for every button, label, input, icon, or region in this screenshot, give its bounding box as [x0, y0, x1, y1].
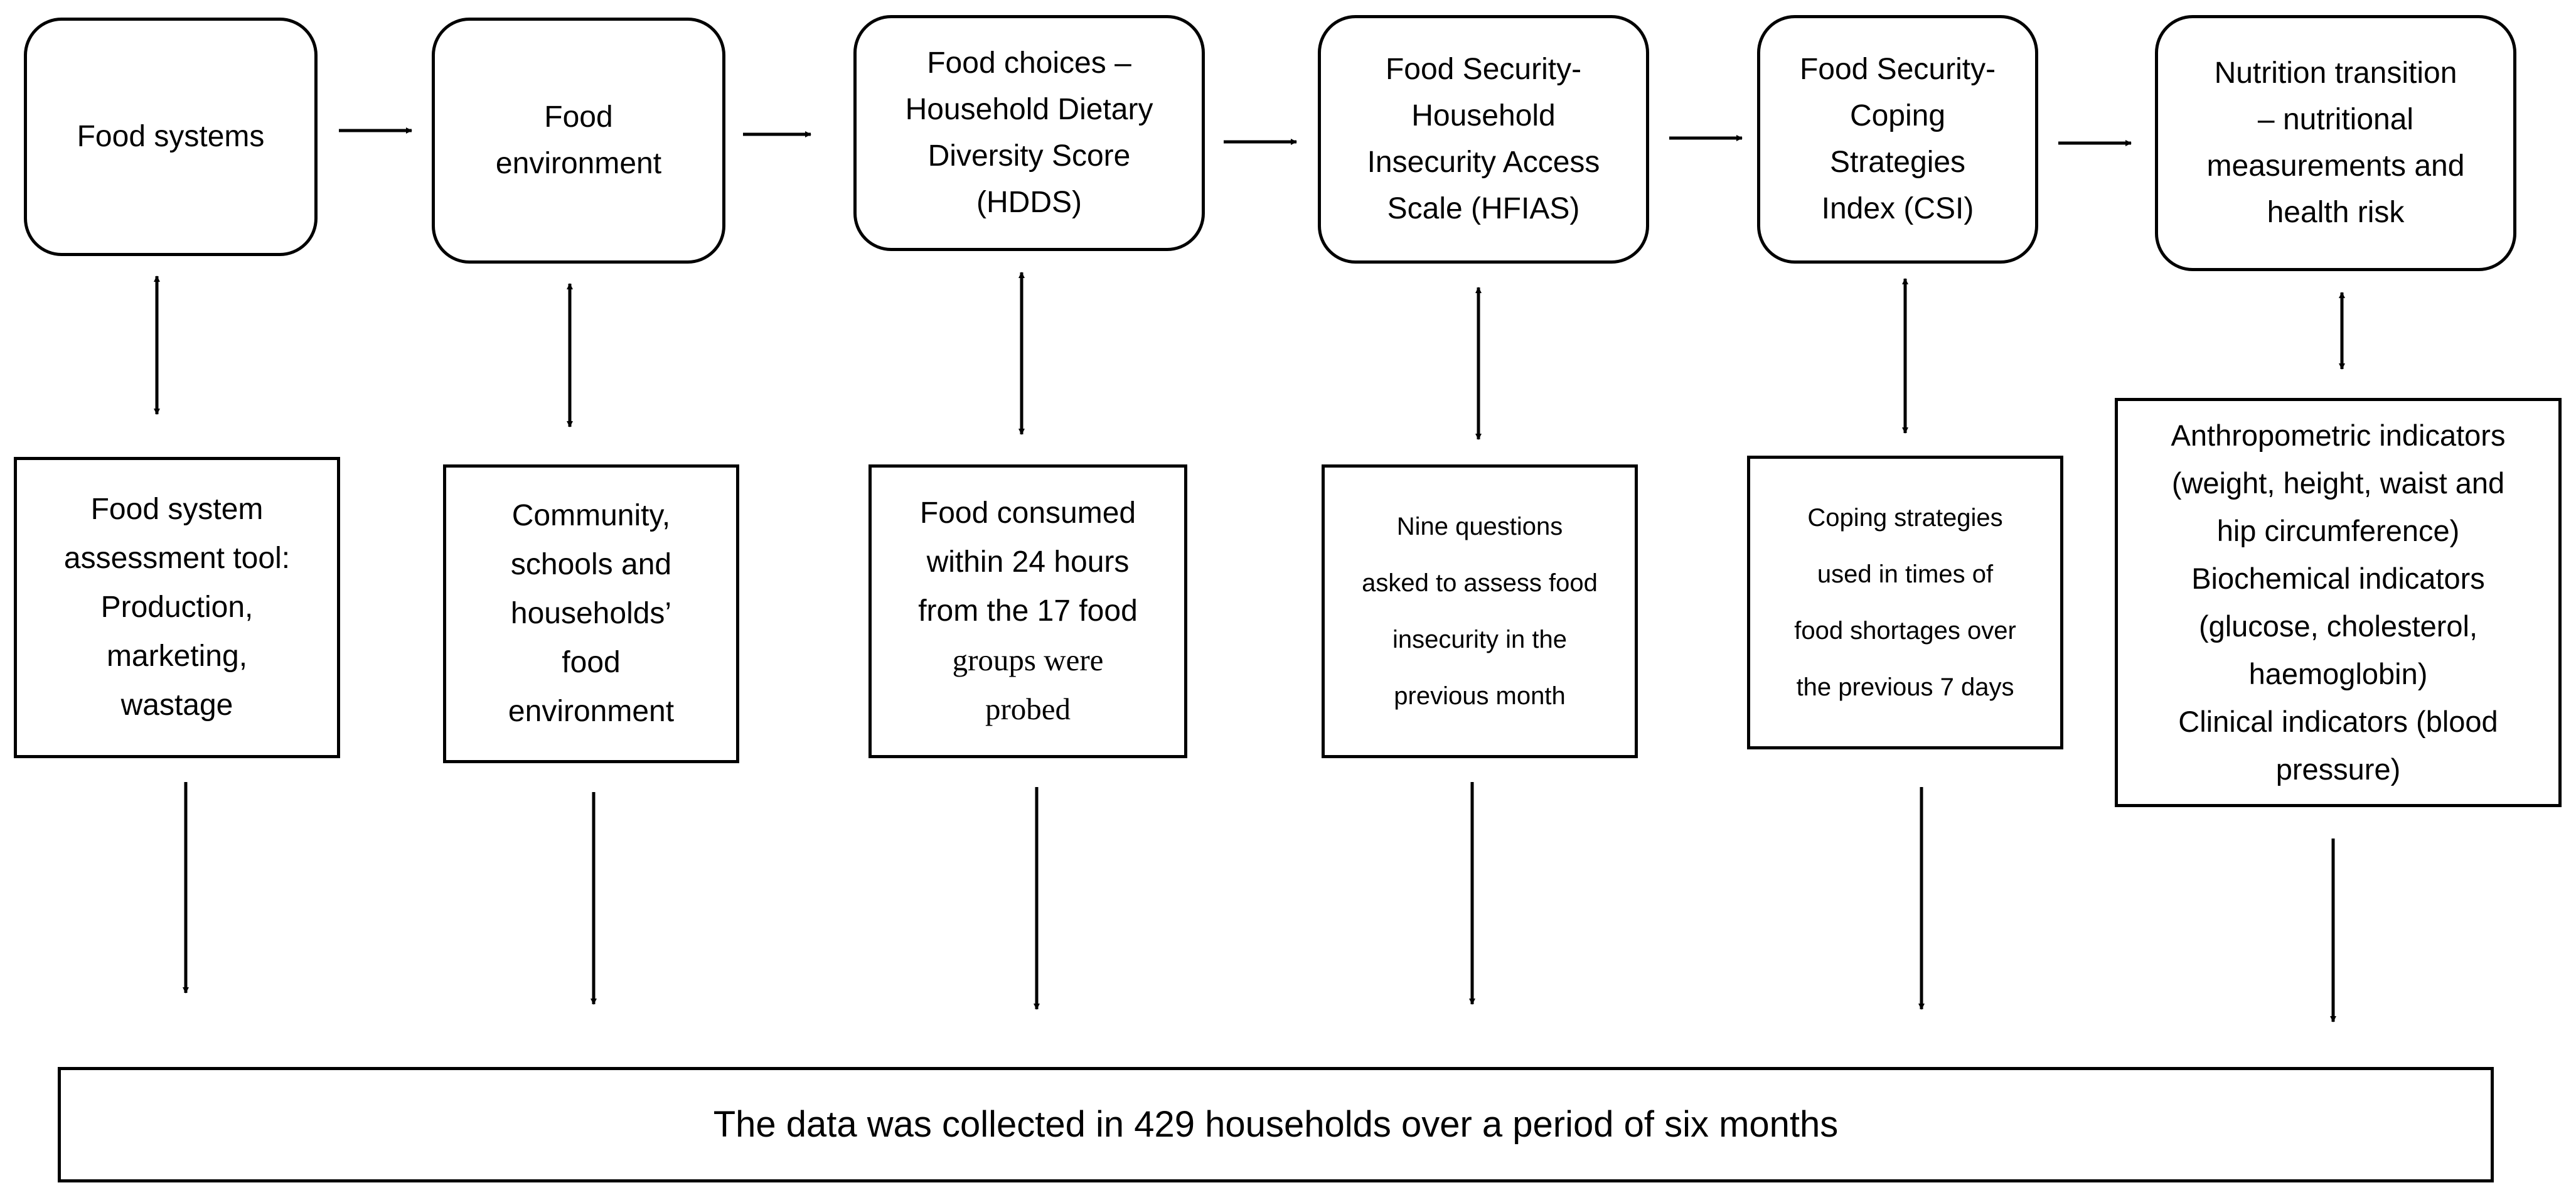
- detail-nine-questions: Nine questions asked to assess food inse…: [1322, 464, 1638, 758]
- box-hdds-label: Food choices – Household Dietary Diversi…: [892, 40, 1167, 226]
- line: Food: [544, 100, 613, 134]
- box-csi-label: Food Security- Coping Strategies Index (…: [1786, 46, 2009, 232]
- line: probed: [985, 692, 1071, 726]
- horizontal-arrows: [339, 127, 2132, 146]
- line: (weight, height, waist and: [2171, 466, 2505, 500]
- footer-summary-text: The data was collected in 429 households…: [713, 1104, 1839, 1145]
- line: Nine questions: [1396, 513, 1563, 540]
- line: health risk: [2267, 196, 2405, 229]
- line: measurements and: [2206, 149, 2465, 183]
- line: Index (CSI): [1821, 192, 1974, 225]
- box-hfias-label: Food Security- Household Insecurity Acce…: [1354, 46, 1614, 232]
- line: food shortages over: [1794, 617, 2016, 645]
- box-food-environment-label: Food environment: [482, 94, 675, 187]
- line: Insecurity Access: [1367, 146, 1600, 179]
- line: (glucose, cholesterol,: [2198, 609, 2478, 643]
- box-food-systems: Food systems: [24, 18, 318, 256]
- line: Household Dietary: [905, 93, 1153, 126]
- line: Community,: [511, 499, 671, 532]
- line: Scale (HFIAS): [1387, 192, 1580, 225]
- detail-community-environment-label: Community, schools and households’ food …: [494, 491, 688, 736]
- footer-summary-box: The data was collected in 429 households…: [58, 1067, 2494, 1182]
- box-hfias: Food Security- Household Insecurity Acce…: [1318, 15, 1649, 264]
- line: Coping strategies: [1807, 504, 2003, 532]
- detail-food-system-assessment: Food system assessment tool: Production,…: [14, 457, 340, 758]
- detail-health-indicators: Anthropometric indicators (weight, heigh…: [2115, 398, 2562, 807]
- line: schools and: [510, 548, 672, 581]
- line: marketing,: [106, 640, 248, 673]
- box-food-environment: Food environment: [432, 18, 725, 264]
- line: Production,: [100, 591, 254, 624]
- line: Food Security-: [1385, 53, 1582, 86]
- line: Biochemical indicators: [2191, 562, 2485, 595]
- detail-food-consumed: Food consumed within 24 hours from the 1…: [868, 464, 1187, 758]
- line: asked to assess food: [1362, 569, 1598, 597]
- line: Nutrition transition: [2214, 56, 2457, 90]
- line: environment: [495, 147, 662, 180]
- line: previous month: [1394, 682, 1566, 710]
- line: (HDDS): [976, 186, 1082, 219]
- line: Food systems: [77, 120, 265, 153]
- line: Food choices –: [927, 46, 1131, 80]
- down-arrows: [183, 782, 2336, 1022]
- line: pressure): [2275, 753, 2401, 786]
- line: groups were: [952, 643, 1104, 677]
- line: Food consumed: [919, 496, 1136, 530]
- line: environment: [508, 695, 675, 728]
- line: the previous 7 days: [1796, 673, 2014, 701]
- detail-coping-strategies-label: Coping strategies used in times of food …: [1780, 490, 2030, 715]
- line: Anthropometric indicators: [2171, 419, 2506, 452]
- box-csi: Food Security- Coping Strategies Index (…: [1757, 15, 2038, 264]
- line: households’: [510, 597, 672, 630]
- line: from the 17 food: [918, 594, 1138, 628]
- line: hip circumference): [2216, 514, 2460, 547]
- line: assessment tool:: [63, 542, 291, 575]
- line: haemoglobin): [2248, 657, 2428, 690]
- detail-food-system-assessment-label: Food system assessment tool: Production,…: [50, 485, 304, 730]
- line: Household: [1411, 99, 1556, 132]
- detail-food-consumed-label: Food consumed within 24 hours from the 1…: [904, 489, 1152, 734]
- box-food-systems-label: Food systems: [63, 114, 279, 160]
- detail-community-environment: Community, schools and households’ food …: [443, 464, 739, 763]
- box-nutrition-transition-label: Nutrition transition – nutritional measu…: [2193, 50, 2479, 236]
- box-hdds: Food choices – Household Dietary Diversi…: [853, 15, 1205, 251]
- line: Food Security-: [1799, 53, 1996, 86]
- line: Strategies: [1829, 146, 1966, 179]
- line: used in times of: [1817, 560, 1994, 588]
- line: Coping: [1849, 99, 1946, 132]
- line: Food system: [90, 493, 264, 526]
- line: Clinical indicators (blood: [2178, 705, 2498, 738]
- line: food: [562, 646, 621, 679]
- line: insecurity in the: [1392, 626, 1567, 653]
- detail-health-indicators-label: Anthropometric indicators (weight, heigh…: [2157, 412, 2520, 793]
- line: wastage: [120, 689, 233, 722]
- detail-nine-questions-label: Nine questions asked to assess food inse…: [1348, 498, 1611, 724]
- detail-coping-strategies: Coping strategies used in times of food …: [1747, 456, 2063, 749]
- box-nutrition-transition: Nutrition transition – nutritional measu…: [2155, 15, 2516, 271]
- line: – nutritional: [2257, 103, 2414, 136]
- bidirectional-arrows: [154, 272, 2345, 440]
- line: within 24 hours: [926, 545, 1130, 579]
- line: Diversity Score: [927, 139, 1131, 173]
